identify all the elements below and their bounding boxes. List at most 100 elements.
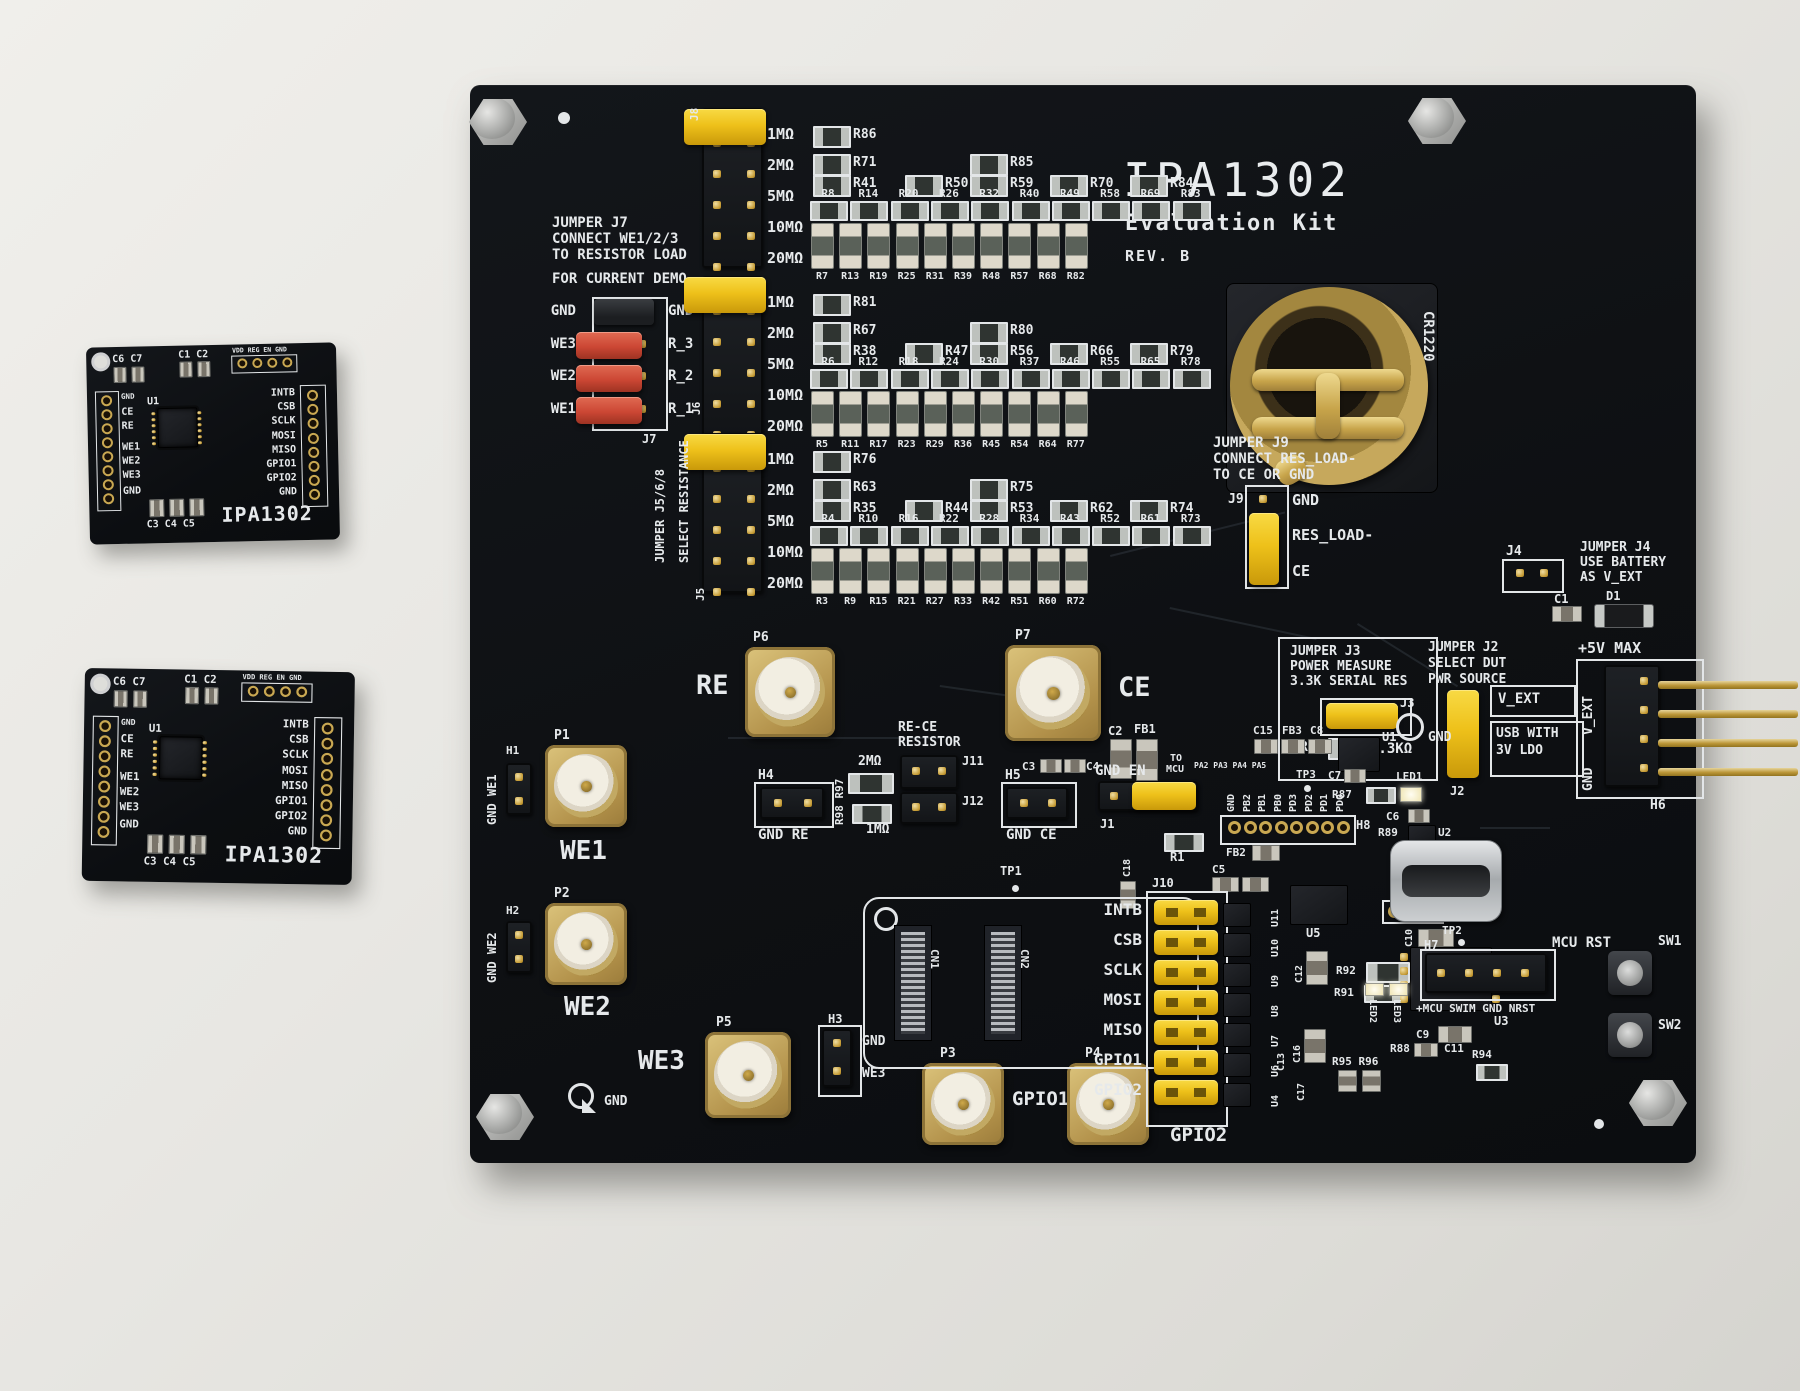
h2-header: [506, 921, 532, 973]
small-ic: [1223, 1053, 1251, 1077]
recell-title: RESISTOR: [898, 735, 961, 750]
smd-resistor: [970, 343, 1008, 365]
h8-pin-label: PB1: [1257, 793, 1268, 812]
resistor-label: R72: [1066, 596, 1085, 607]
part: [280, 686, 292, 698]
ic-refdes: U11: [1270, 908, 1281, 927]
sma-refdes: P6: [753, 630, 769, 645]
smd-capacitor: [1308, 739, 1332, 754]
part: [152, 746, 158, 751]
refdes-label: C18: [1122, 858, 1133, 877]
h6-right-angle-pin: [1658, 681, 1798, 689]
refdes-label: TP2: [1442, 924, 1462, 937]
led3: [1389, 983, 1408, 996]
jumper-shunt-yellow: [1154, 1050, 1218, 1075]
smd-resistor: [930, 201, 969, 221]
smd-capacitor: [1110, 739, 1132, 779]
smd-resistor: [970, 175, 1008, 197]
part: [152, 759, 158, 764]
smd-resistor: [1132, 201, 1171, 221]
resistor-label: R38: [853, 344, 877, 359]
j4-header-outline: [1502, 559, 1564, 593]
header-pin: [747, 400, 755, 408]
resistor-label: R32: [979, 187, 1000, 200]
smd-capacitor: [189, 498, 205, 517]
h3-header: [822, 1029, 852, 1087]
smd-resistor: [1092, 369, 1131, 389]
part: [515, 797, 523, 805]
smd-resistor: [1011, 526, 1050, 546]
note-jumper-j9: TO CE OR GND: [1213, 467, 1315, 483]
resistor-value: 3.3KΩ: [1370, 741, 1413, 757]
part: [151, 424, 156, 428]
smd-resistor-large: [952, 548, 975, 594]
resistor-label: R20: [898, 187, 919, 200]
sma-signal-label: RE: [696, 670, 729, 701]
smd-resistor-large: [1064, 548, 1088, 594]
j9-refdes: J9: [1228, 492, 1244, 507]
u1-ic: [1338, 737, 1380, 772]
part: [152, 753, 158, 757]
part: [1521, 969, 1529, 977]
j11-refdes: J11: [962, 754, 984, 768]
tp1-testpoint: [1012, 885, 1019, 892]
right-pin-label: MISO: [281, 779, 308, 793]
resistance-row-label: 20MΩ: [767, 249, 804, 267]
resistor-label: R56: [1010, 344, 1034, 359]
smd-resistor: [813, 479, 851, 501]
tp3-testpoint: [1304, 785, 1311, 792]
header-pin: [713, 338, 721, 346]
h8-refdes: H8: [1356, 818, 1371, 832]
smd-resistor: [810, 201, 848, 221]
resistor-label: R45: [982, 439, 1001, 450]
smd-capacitor: [1254, 739, 1278, 754]
h1-pin-labels: GND WE1: [485, 774, 499, 825]
header-pin: [747, 588, 755, 596]
note-jumper-j3: POWER MEASURE: [1290, 659, 1392, 674]
part: [1020, 799, 1028, 807]
recell-title: RE-CE: [898, 720, 938, 735]
resistor-label: R7: [815, 271, 829, 282]
part: [98, 765, 111, 778]
signal-row-label: MOSI: [1103, 990, 1142, 1009]
left-pin-label: WE2: [119, 786, 140, 799]
jumper-shunt-yellow: [684, 109, 766, 145]
header-pin: [1259, 495, 1267, 503]
part: [1437, 969, 1445, 977]
j2-option-label: 3V LDO: [1496, 743, 1543, 758]
jumper-shunt-yellow: [1447, 690, 1479, 778]
smd-resistor-large: [839, 223, 863, 269]
cap-labels: C1 C2: [184, 673, 217, 687]
j1-refdes: J1: [1100, 817, 1115, 831]
note-jumper-j2: SELECT DUT: [1428, 656, 1507, 671]
header-pin: [638, 339, 646, 348]
sma-signal-label: GPIO2: [1170, 1124, 1228, 1146]
sma-connector-p4: [1067, 1063, 1149, 1145]
u1-refdes: U1: [148, 723, 162, 736]
h8-pin-label: PB2: [1241, 793, 1253, 812]
smd-capacitor: [1306, 951, 1328, 985]
right-pin-label: MOSI: [281, 764, 309, 777]
refdes-label: R92: [1336, 964, 1356, 977]
part: [97, 825, 110, 838]
h6-refdes: H6: [1650, 798, 1666, 813]
smd-resistor: [850, 369, 889, 389]
small-ic: [1223, 963, 1251, 987]
resistor-label: R30: [979, 355, 1000, 368]
part: [912, 767, 920, 775]
note-select-resistance: JUMPER J5/6/8: [653, 469, 667, 563]
smd-capacitor: [184, 686, 200, 705]
h4-header: [760, 787, 824, 819]
right-pin-label: GPIO2: [266, 472, 297, 485]
smd-resistor-large: [1008, 223, 1032, 269]
led2-label: LED2: [1367, 999, 1378, 1024]
smd-diode: [1594, 604, 1654, 628]
part: [308, 446, 320, 458]
smd-resistor: [1172, 526, 1211, 546]
gnd-label: GND: [604, 1094, 628, 1109]
h1-header: [506, 763, 532, 815]
j4-refdes: J4: [1506, 544, 1522, 559]
part: [296, 686, 308, 698]
refdes-label: C3: [1022, 760, 1036, 773]
smd-capacitor: [197, 361, 211, 378]
